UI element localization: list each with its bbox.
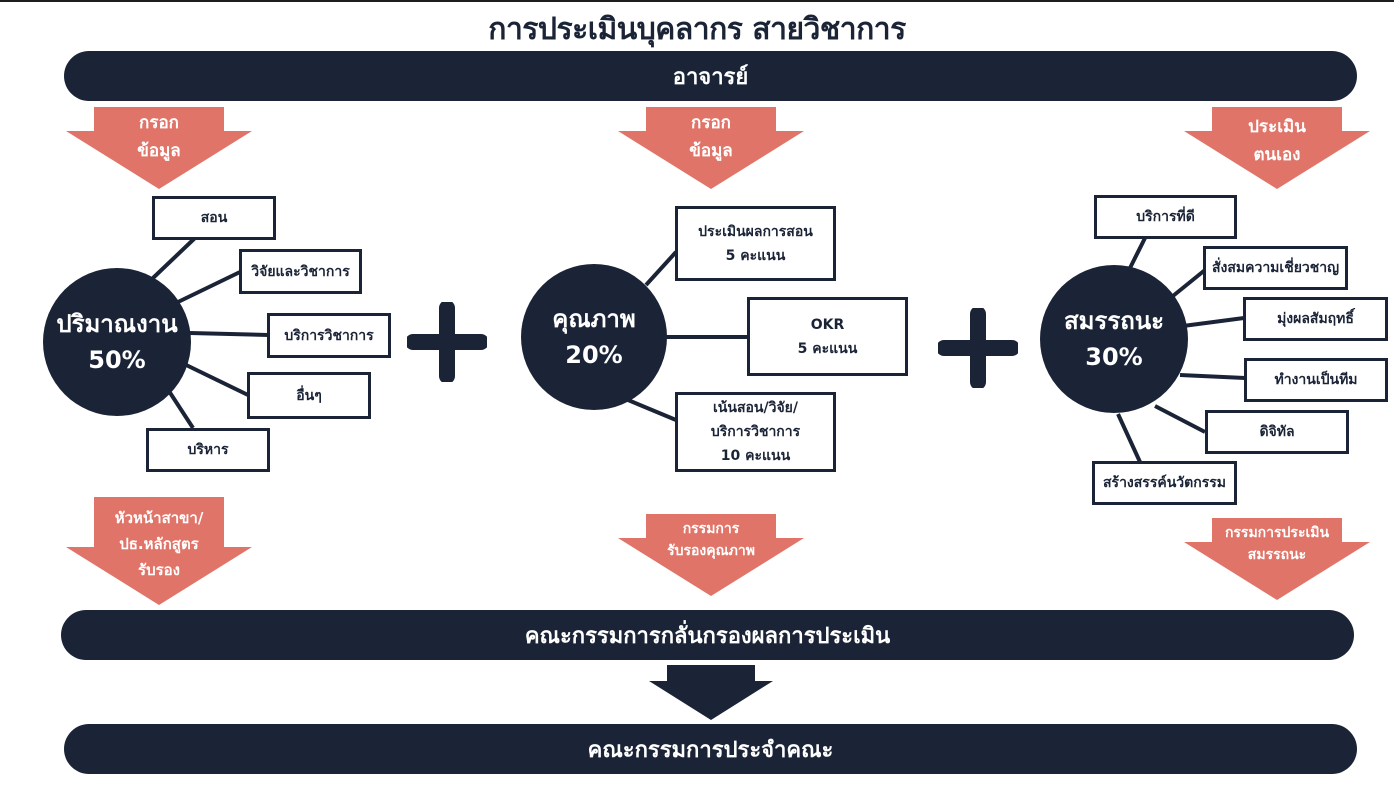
connector-line bbox=[644, 250, 678, 287]
down-arrow-icon bbox=[66, 107, 252, 189]
item-label: OKR bbox=[810, 316, 845, 333]
down-arrow-icon bbox=[618, 514, 804, 596]
item-teamwork: ทำงานเป็นทีม bbox=[1244, 358, 1388, 402]
item-label: บริหาร bbox=[187, 442, 229, 458]
hub-percent: 30% bbox=[1085, 343, 1143, 371]
item-okr: OKR 5 คะแนน bbox=[747, 297, 908, 376]
arrow-text: ประเมิน bbox=[1248, 117, 1306, 137]
hub-name: สมรรถนะ bbox=[1063, 307, 1165, 335]
arrow-text: ตนเอง bbox=[1253, 145, 1301, 165]
plus-icon bbox=[407, 302, 487, 382]
item-good-service: บริการที่ดี bbox=[1094, 195, 1237, 239]
item-others: อื่นๆ bbox=[247, 372, 371, 419]
arrow-text: กรรมการ bbox=[682, 521, 740, 537]
down-arrow-icon bbox=[1184, 107, 1370, 189]
approve-arrow-competency: กรรมการประเมิน สมรรถนะ bbox=[1182, 518, 1372, 600]
item-teaching-evaluation: ประเมินผลการสอน 5 คะแนน bbox=[675, 206, 836, 281]
arrow-text: ข้อมูล bbox=[689, 141, 733, 161]
item-label: เน้นสอน/วิจัย/ bbox=[713, 400, 798, 416]
faculty-committee-bar: คณะกรรมการประจำคณะ bbox=[64, 724, 1357, 774]
connector-line bbox=[1179, 373, 1246, 380]
input-arrow-quality: กรอก ข้อมูล bbox=[616, 107, 806, 189]
item-achievement: มุ่งผลสัมฤทธิ์ bbox=[1243, 297, 1388, 341]
item-score: 10 คะแนน bbox=[720, 448, 791, 464]
item-label: วิจัยและวิชาการ bbox=[251, 263, 350, 280]
connector-line bbox=[179, 360, 249, 397]
item-expertise: สั่งสมความเชี่ยวชาญ bbox=[1203, 246, 1348, 290]
connector-line bbox=[627, 398, 677, 422]
hub-percent: 20% bbox=[565, 341, 623, 369]
item-score: 5 คะแนน bbox=[725, 247, 786, 264]
top-border bbox=[0, 0, 1394, 2]
item-academic-service: บริการวิชาการ bbox=[267, 313, 391, 358]
item-label: มุ่งผลสัมฤทธิ์ bbox=[1277, 311, 1354, 327]
approve-arrow-quality: กรรมการ รับรองคุณภาพ bbox=[616, 514, 806, 596]
item-label: บริการวิชาการ bbox=[284, 327, 374, 344]
down-arrow-icon bbox=[66, 497, 252, 605]
hub-competency: สมรรถนะ 30% bbox=[1040, 265, 1188, 413]
lecturer-label: อาจารย์ bbox=[672, 64, 749, 90]
connector-line bbox=[177, 270, 241, 304]
connector-line bbox=[1182, 316, 1245, 328]
down-arrow-icon bbox=[649, 665, 773, 720]
item-label: ดิจิทัล bbox=[1259, 424, 1295, 440]
item-administration: บริหาร bbox=[146, 428, 270, 472]
connector-line bbox=[189, 331, 269, 337]
arrow-text: ข้อมูล bbox=[137, 141, 181, 161]
screening-committee-label: คณะกรรมการกลั่นกรองผลการประเมิน bbox=[524, 623, 891, 649]
hub-percent: 50% bbox=[88, 346, 146, 374]
arrow-text: รับรอง bbox=[138, 561, 180, 579]
connector-line bbox=[151, 236, 197, 280]
arrow-text: กรอก bbox=[139, 113, 179, 133]
item-teaching: สอน bbox=[152, 196, 276, 240]
item-label: อื่นๆ bbox=[296, 387, 322, 404]
hub-name: ปริมาณงาน bbox=[56, 310, 178, 338]
screening-committee-bar: คณะกรรมการกลั่นกรองผลการประเมิน bbox=[61, 610, 1354, 660]
page-title: การประเมินบุคลากร สายวิชาการ bbox=[488, 12, 906, 47]
hub-name: คุณภาพ bbox=[552, 305, 636, 333]
down-arrow-icon bbox=[1184, 518, 1370, 600]
connector-line bbox=[1116, 413, 1142, 463]
down-arrow-icon bbox=[618, 107, 804, 189]
input-arrow-competency: ประเมิน ตนเอง bbox=[1182, 107, 1372, 189]
faculty-committee-label: คณะกรรมการประจำคณะ bbox=[587, 737, 834, 763]
item-label: สอน bbox=[200, 210, 228, 226]
arrow-text: กรรมการประเมิน bbox=[1224, 525, 1330, 541]
arrow-text: ปธ.หลักสูตร bbox=[119, 535, 199, 553]
item-label: บริการที่ดี bbox=[1136, 209, 1195, 225]
item-label: บริการวิชาการ bbox=[710, 424, 801, 440]
arrow-text: รับรองคุณภาพ bbox=[667, 543, 755, 559]
item-digital: ดิจิทัล bbox=[1205, 410, 1349, 454]
item-label: ประเมินผลการสอน bbox=[698, 223, 813, 240]
arrow-text: หัวหน้าสาขา/ bbox=[114, 509, 204, 527]
item-score: 5 คะแนน bbox=[797, 340, 858, 357]
item-innovation: สร้างสรรค์นวัตกรรม bbox=[1092, 461, 1237, 505]
arrow-text: สมรรถนะ bbox=[1247, 547, 1307, 563]
item-focus-area: เน้นสอน/วิจัย/ บริการวิชาการ 10 คะแนน bbox=[675, 392, 836, 472]
hub-quality: คุณภาพ 20% bbox=[521, 264, 667, 410]
approve-arrow-workload: หัวหน้าสาขา/ ปธ.หลักสูตร รับรอง bbox=[64, 497, 254, 605]
connector-line bbox=[1154, 404, 1206, 434]
item-label: ทำงานเป็นทีม bbox=[1274, 372, 1358, 388]
item-research: วิจัยและวิชาการ bbox=[239, 249, 362, 294]
item-label: สร้างสรรค์นวัตกรรม bbox=[1103, 475, 1226, 491]
plus-icon bbox=[938, 308, 1018, 388]
lecturer-bar: อาจารย์ bbox=[64, 51, 1357, 101]
hub-workload: ปริมาณงาน 50% bbox=[43, 268, 191, 416]
input-arrow-workload: กรอก ข้อมูล bbox=[64, 107, 254, 189]
item-label: สั่งสมความเชี่ยวชาญ bbox=[1211, 260, 1340, 276]
arrow-text: กรอก bbox=[691, 113, 731, 133]
